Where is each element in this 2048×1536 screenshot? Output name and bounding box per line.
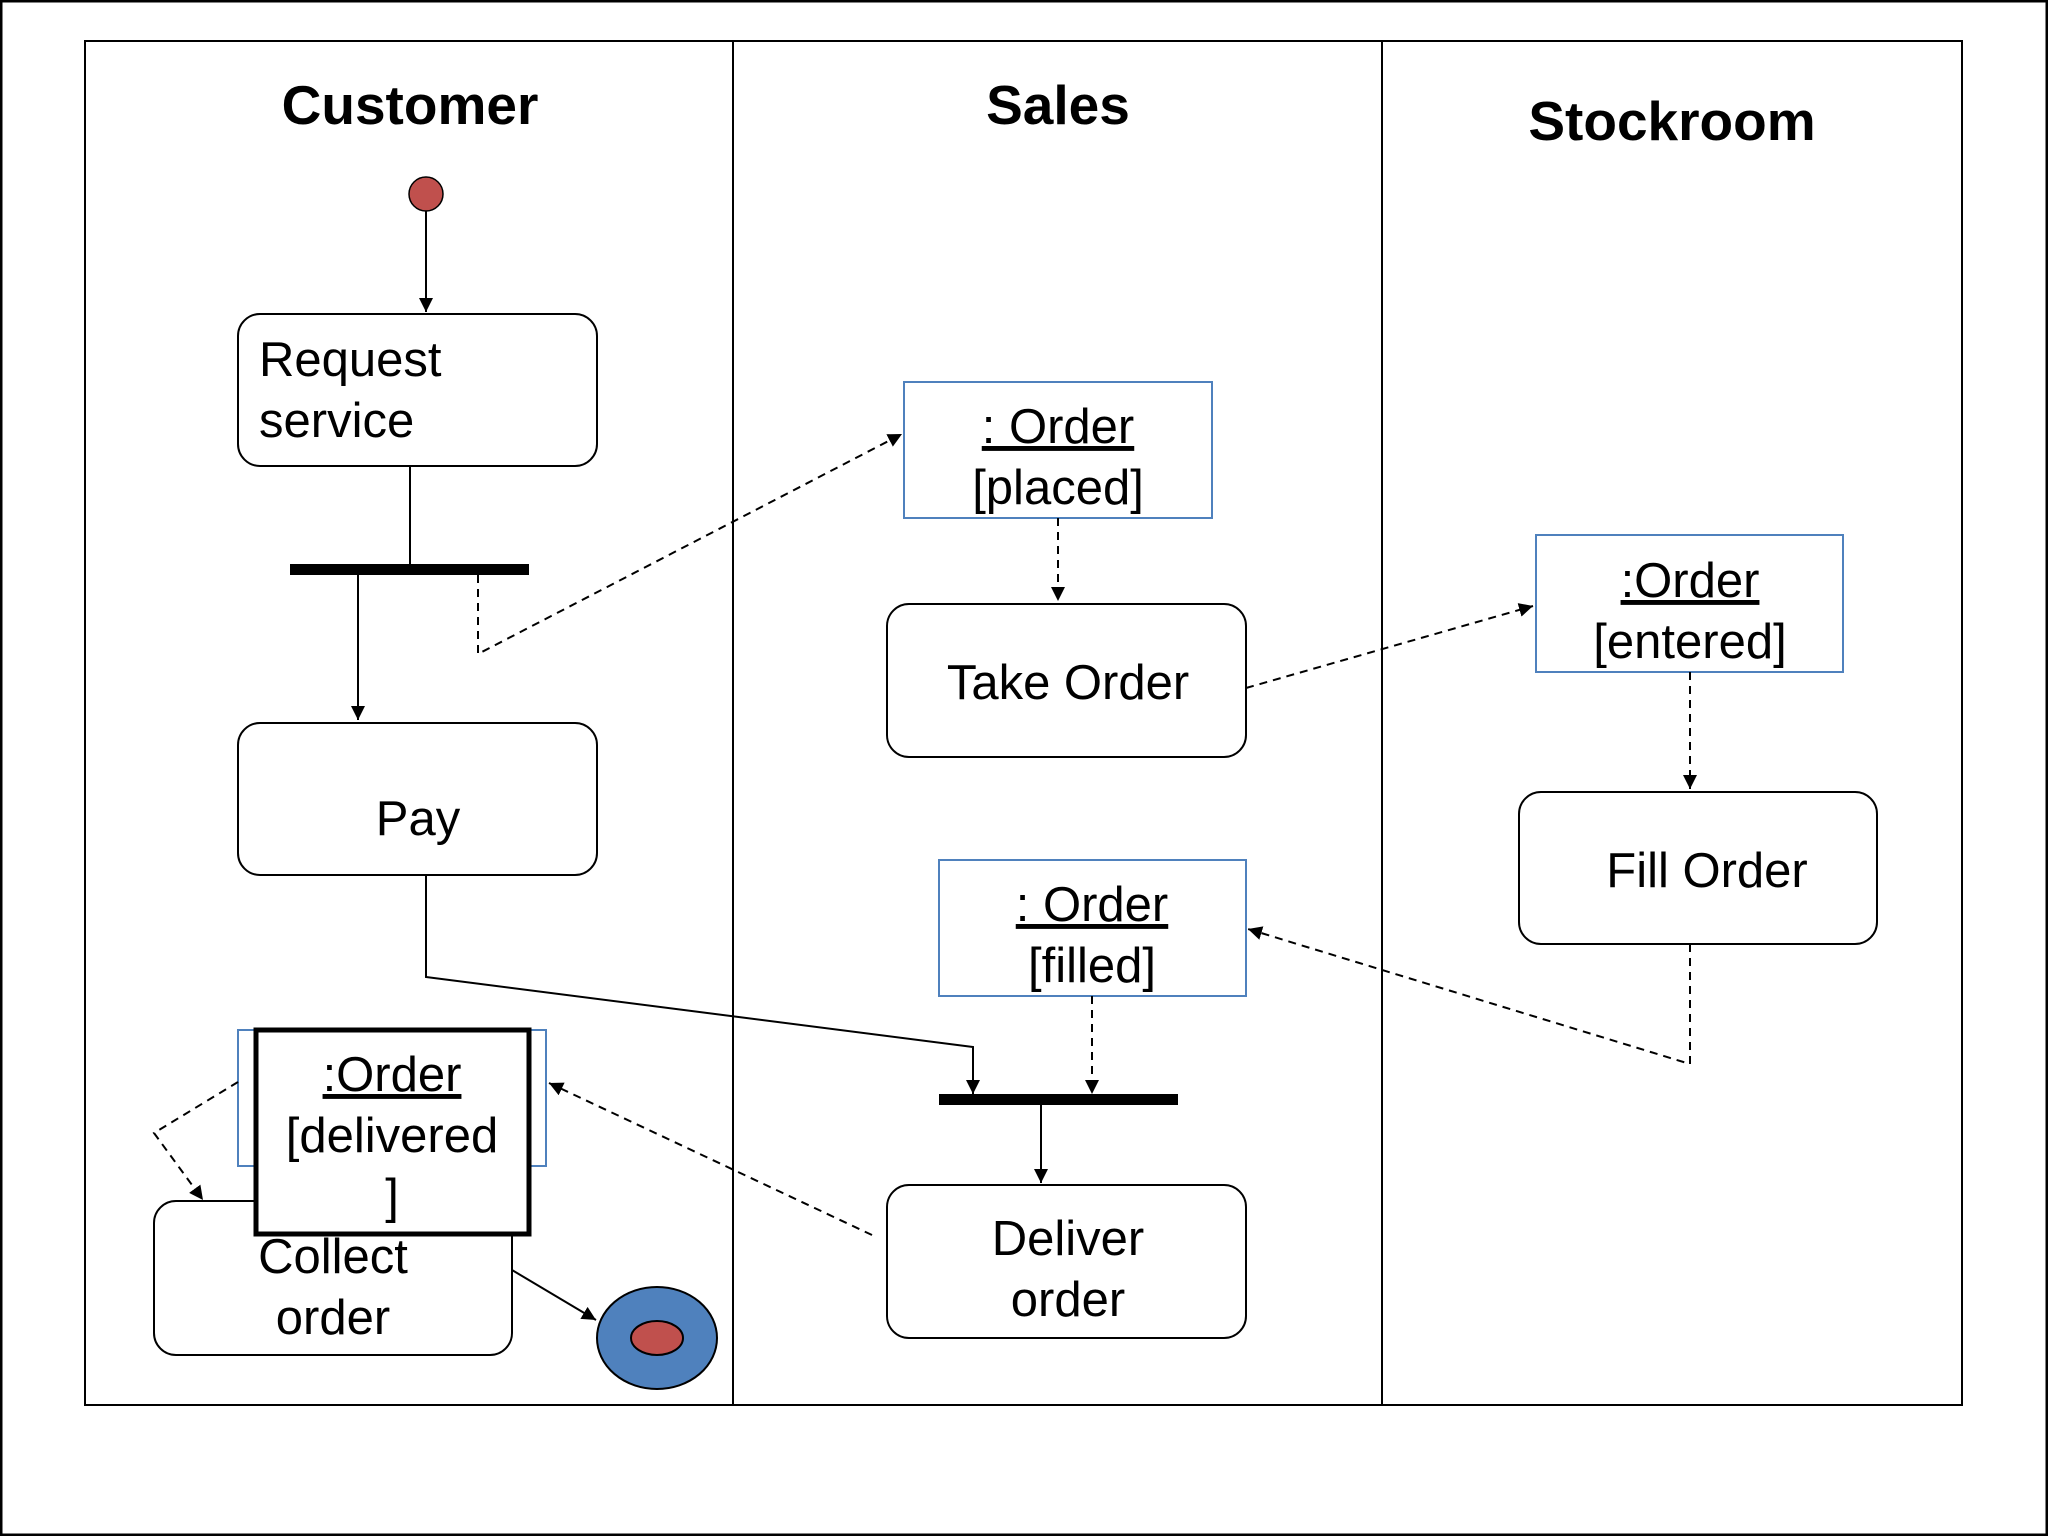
fork-bar-1 bbox=[290, 564, 529, 575]
activity-request-service bbox=[237, 313, 598, 467]
activity-deliver-order-line2: order bbox=[1011, 1273, 1125, 1327]
object-flow-fill-order-to-filled bbox=[1247, 926, 1691, 1066]
object-order-entered-name: :Order bbox=[1621, 554, 1760, 608]
object-order-entered-state: [entered] bbox=[1593, 615, 1786, 669]
lane-title-sales: Sales bbox=[986, 74, 1130, 136]
activity-request-service-line2: service bbox=[259, 394, 414, 448]
activity-fill-order-label: Fill Order bbox=[1606, 844, 1807, 898]
activity-take-order-label: Take Order bbox=[947, 656, 1189, 710]
activity-collect-order-line1: Collect bbox=[258, 1230, 408, 1284]
lane-title-customer: Customer bbox=[282, 74, 539, 136]
activity-pay bbox=[237, 722, 598, 876]
flow-pay-to-join bbox=[425, 875, 980, 1094]
object-order-filled bbox=[938, 859, 1247, 997]
object-order-delivered-state-line1: [delivered bbox=[286, 1109, 498, 1163]
activity-take-order bbox=[886, 603, 1247, 758]
object-flow-delivered-to-collect bbox=[152, 1081, 239, 1201]
activity-fill-order bbox=[1518, 791, 1878, 945]
object-flow-deliver-to-delivered bbox=[548, 1082, 873, 1236]
object-order-placed-name: : Order bbox=[982, 400, 1134, 454]
object-order-filled-name: : Order bbox=[1016, 878, 1168, 932]
object-flow-fork-to-order-placed bbox=[477, 433, 903, 656]
object-order-delivered bbox=[253, 1027, 532, 1237]
object-flow-take-order-to-entered bbox=[1245, 603, 1534, 689]
lane-title-stockroom: Stockroom bbox=[1528, 90, 1815, 152]
object-order-placed-state: [placed] bbox=[972, 461, 1144, 515]
swimlane-container bbox=[84, 40, 1963, 1406]
object-order-delivered-name: :Order bbox=[323, 1048, 462, 1102]
object-order-placed bbox=[903, 381, 1213, 519]
activity-request-service-line1: Request bbox=[259, 333, 442, 387]
initial-node bbox=[408, 176, 444, 212]
activity-deliver-order-line1: Deliver bbox=[992, 1212, 1144, 1266]
activity-pay-label: Pay bbox=[376, 792, 461, 846]
object-order-filled-state: [filled] bbox=[1028, 939, 1156, 993]
activity-deliver-order bbox=[886, 1184, 1247, 1339]
flow-collect-to-final bbox=[511, 1269, 597, 1321]
join-bar bbox=[939, 1094, 1178, 1105]
activity-collect-order-line2: order bbox=[276, 1291, 390, 1345]
object-order-entered bbox=[1535, 534, 1844, 673]
object-order-delivered-state-line2: ] bbox=[385, 1170, 399, 1224]
final-node-inner bbox=[630, 1320, 684, 1356]
